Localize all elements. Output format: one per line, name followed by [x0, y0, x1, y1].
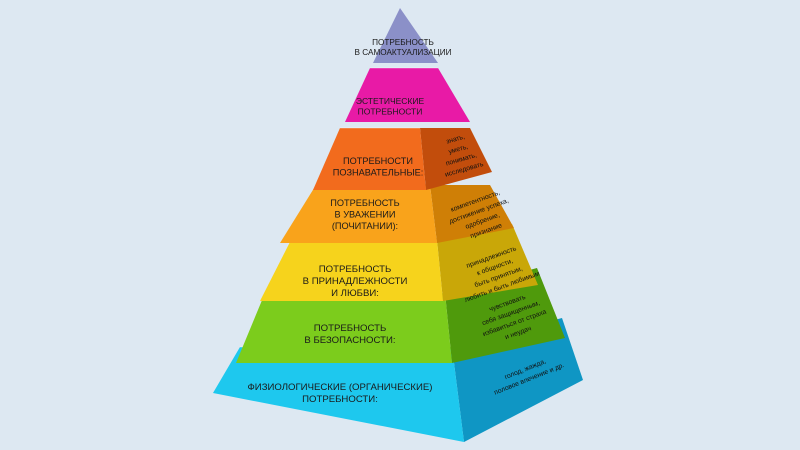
level-side-face [430, 185, 514, 243]
level-side-face [420, 128, 492, 190]
level-front-label-line: В УВАЖЕНИИ [335, 210, 396, 220]
level-front-face [280, 185, 437, 243]
level-front-face [213, 347, 464, 442]
level-front-label-line: И ЛЮБВИ: [331, 288, 379, 299]
level-front-face [373, 8, 438, 63]
level-front-label-line: В БЕЗОПАСНОСТИ: [304, 335, 395, 346]
level-front-label: ФИЗИОЛОГИЧЕСКИЕ (ОРГАНИЧЕСКИЕ)ПОТРЕБНОСТ… [248, 382, 433, 405]
level-front-face [313, 128, 426, 190]
level-front-label-line: ПОТРЕБНОСТЬ [330, 198, 399, 208]
level-front-label-line: ПОТРЕБНОСТЬ [372, 38, 434, 47]
level-front-label-line: ЭСТЕТИЧЕСКИЕ [356, 96, 425, 106]
level-front-label-line: ФИЗИОЛОГИЧЕСКИЕ (ОРГАНИЧЕСКИЕ) [248, 382, 433, 393]
level-front-label-line: ПОЗНАВАТЕЛЬНЫЕ: [333, 168, 424, 178]
level-front-label-line: В ПРИНАДЛЕЖНОСТИ [303, 276, 408, 287]
level-front-label: ПОТРЕБНОСТИ ПОЗНАВАТЕЛЬНЫЕ: [333, 156, 424, 178]
level-front-label-line: ПОТРЕБНОСТИ: [302, 394, 378, 405]
level-front-face [260, 240, 443, 301]
level-front-label-line: ПОТРЕБНОСТЬ [314, 323, 386, 334]
level-front-label-line: (ПОЧИТАНИИ): [332, 221, 398, 231]
level-front-label-line: ПОТРЕБНОСТИ [343, 156, 413, 166]
level-front-label-line: В САМОАКТУАЛИЗАЦИИ [355, 48, 452, 57]
level-front-label: ПОТРЕБНОСТЬ В УВАЖЕНИИ(ПОЧИТАНИИ): [330, 198, 399, 231]
level-front-label-line: ПОТРЕБНОСТИ [358, 107, 423, 117]
level-front-label-line: ПОТРЕБНОСТЬ [319, 264, 391, 275]
level-side-face [437, 224, 538, 301]
level-front-face [236, 293, 452, 363]
level-front-face [345, 68, 470, 122]
